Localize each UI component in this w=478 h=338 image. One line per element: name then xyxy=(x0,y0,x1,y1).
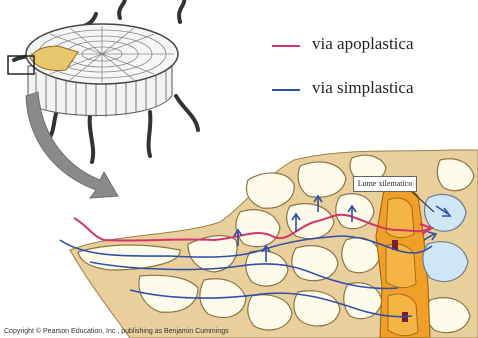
xylem-lumen-label: Lume xilematico xyxy=(353,176,417,192)
legend-apoplastic-label: via apoplastica xyxy=(312,34,414,54)
copyright-notice: Copyright © Pearson Education, Inc., pub… xyxy=(4,328,229,335)
legend-symplastic-label: via simplastica xyxy=(312,78,414,98)
